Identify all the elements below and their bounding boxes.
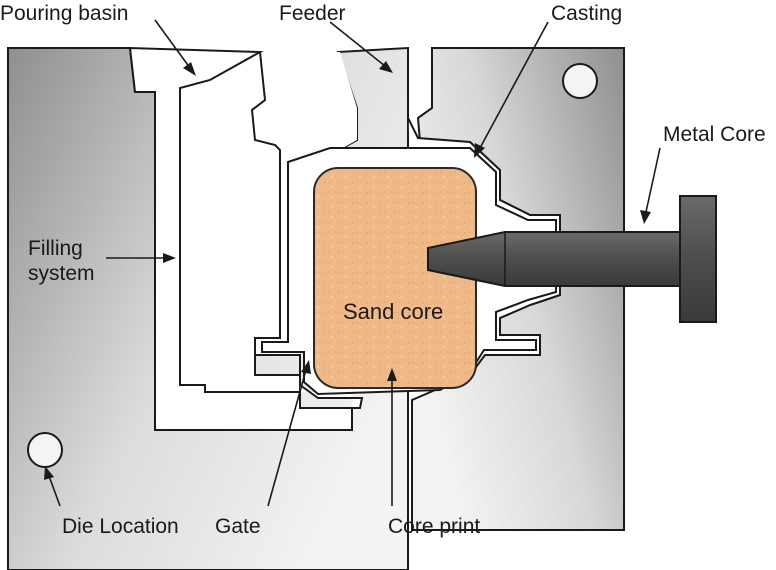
label-sand-core: Sand core xyxy=(343,299,443,324)
label-casting: Casting xyxy=(551,2,622,25)
label-die-location: Die Location xyxy=(62,515,179,538)
leader-gate xyxy=(267,360,311,507)
label-pouring-basin: Pouring basin xyxy=(0,2,128,25)
leader-metal-core xyxy=(640,147,661,224)
metal-core-handle xyxy=(679,195,717,323)
label-core-print: Core print xyxy=(388,515,480,538)
label-feeder: Feeder xyxy=(279,2,346,25)
die-location-hole-bottom-left xyxy=(27,432,63,468)
metal-core-pin xyxy=(427,231,681,287)
leader-core-print xyxy=(387,368,397,506)
leader-pouring-basin xyxy=(154,19,196,76)
leader-feeder xyxy=(329,21,393,73)
leader-casting xyxy=(474,21,549,158)
casting-outline xyxy=(250,51,364,409)
label-gate: Gate xyxy=(215,515,261,538)
label-filling-system-line1: Filling xyxy=(28,237,83,260)
label-filling-system-line2: system xyxy=(28,262,95,285)
label-metal-core: Metal Core xyxy=(663,123,766,146)
die-location-hole-top-right xyxy=(562,63,598,99)
leader-filling-system xyxy=(106,253,176,263)
leader-die-location xyxy=(44,466,61,507)
sand-core xyxy=(313,167,477,389)
